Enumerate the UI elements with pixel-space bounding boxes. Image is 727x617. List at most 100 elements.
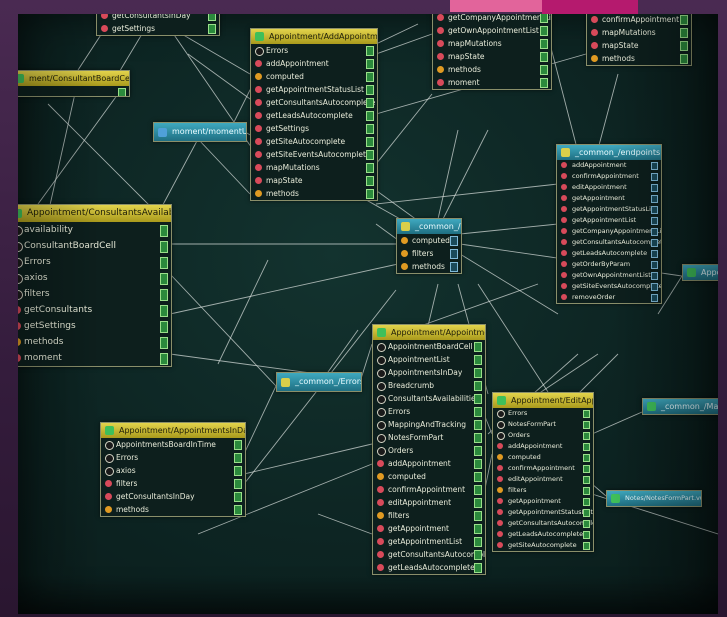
- vue-file-icon: [687, 268, 696, 277]
- function-icon: [497, 498, 503, 504]
- function-icon: [105, 480, 112, 487]
- dependency-wire: [597, 73, 619, 150]
- dependency-wire: [549, 43, 579, 153]
- data-icon: [255, 47, 264, 56]
- function-icon: [255, 99, 262, 106]
- function-icon: [561, 283, 567, 289]
- port-icon: [474, 433, 482, 443]
- dependency-wire: [591, 483, 607, 497]
- node-header: ment/ConsultantBoardCell.vue: [18, 71, 129, 86]
- data-icon: [377, 421, 386, 430]
- node-row: getAppointmentList: [557, 215, 661, 226]
- dependency-wire: [375, 33, 433, 55]
- function-icon: [437, 53, 444, 60]
- node-row: getSettings: [251, 122, 377, 135]
- node-row: axios: [18, 270, 171, 286]
- node-moment-util: moment/momentUtil.ts: [153, 122, 247, 142]
- node-edit-appointment: Appointment/EditAppointment.vue ErrorsNo…: [492, 392, 594, 552]
- node-row: getLeadsAutocomplete: [557, 248, 661, 259]
- vue-file-icon: [611, 494, 620, 503]
- computed-icon: [401, 250, 408, 257]
- port-icon: [583, 443, 590, 451]
- function-icon: [255, 125, 262, 132]
- computed-icon: [255, 190, 262, 197]
- node-row: filters: [397, 247, 461, 260]
- node-row: filters: [101, 477, 245, 490]
- function-icon: [561, 239, 567, 245]
- node-row: availability: [18, 222, 171, 238]
- port-icon: [540, 78, 548, 88]
- data-icon: [105, 467, 114, 476]
- vue-file-icon: [377, 328, 386, 337]
- computed-icon: [18, 338, 21, 346]
- port-icon: [160, 257, 168, 269]
- node-row: filters: [493, 485, 593, 496]
- function-icon: [437, 79, 444, 86]
- port-icon: [583, 454, 590, 462]
- function-icon: [437, 40, 444, 47]
- dependency-wire: [243, 385, 277, 455]
- port-icon: [366, 59, 374, 69]
- data-icon: [18, 258, 23, 268]
- function-icon: [591, 16, 598, 23]
- js-file-icon: [561, 148, 570, 157]
- node-row: getLeadsAutocomplete: [251, 109, 377, 122]
- dependency-wire: [375, 93, 433, 165]
- port-icon: [366, 85, 374, 95]
- node-row: Errors: [101, 451, 245, 464]
- function-icon: [255, 164, 262, 171]
- data-icon: [377, 408, 386, 417]
- node-row: getConsultantsAutocomplete: [493, 518, 593, 529]
- node-row: methods: [397, 260, 461, 273]
- node-row: methods: [251, 187, 377, 200]
- node-row: methods: [433, 63, 551, 76]
- vue-file-icon: [18, 74, 24, 83]
- port-icon: [474, 550, 482, 560]
- data-icon: [377, 343, 386, 352]
- node-row: getOwnAppointmentList: [557, 270, 661, 281]
- port-icon: [583, 498, 590, 506]
- node-row: mapState: [433, 50, 551, 63]
- port-icon: [234, 440, 242, 450]
- node-row: getCompanyAppointmentList: [557, 226, 661, 237]
- computed-icon: [377, 473, 384, 480]
- port-icon: [474, 407, 482, 417]
- node-row: getOwnAppointmentList: [433, 24, 551, 37]
- port-icon: [450, 236, 458, 246]
- dependency-wire: [459, 253, 559, 315]
- data-icon: [377, 447, 386, 456]
- computed-icon: [255, 73, 262, 80]
- port-icon: [234, 505, 242, 515]
- port-icon: [366, 72, 374, 82]
- node-row: getConsultantsInDay: [97, 14, 219, 22]
- node-row: methods: [101, 503, 245, 516]
- function-icon: [561, 217, 567, 223]
- port-icon: [583, 531, 590, 539]
- function-icon: [561, 250, 567, 256]
- node-row: NotesFormPart: [373, 431, 485, 444]
- data-icon: [497, 432, 505, 440]
- dependency-wire: [169, 263, 399, 315]
- port-icon: [583, 520, 590, 528]
- function-icon: [561, 261, 567, 267]
- port-icon: [234, 453, 242, 463]
- node-row: filters: [373, 509, 485, 522]
- node-row: ConsultantsAvailabilities: [373, 392, 485, 405]
- port-icon: [583, 421, 590, 429]
- node-far-right-stub: Appoi: [682, 264, 718, 281]
- node-row: getOrderByParam: [557, 259, 661, 270]
- data-icon: [377, 356, 386, 365]
- port-icon: [366, 163, 374, 173]
- data-icon: [18, 274, 23, 284]
- function-icon: [377, 525, 384, 532]
- port-icon: [234, 479, 242, 489]
- node-row: mapMutations: [251, 161, 377, 174]
- node-row: Errors: [251, 44, 377, 57]
- port-icon: [540, 14, 548, 23]
- port-icon: [474, 420, 482, 430]
- monitor-screen: getConsultantsInDay getSettings Appointm…: [18, 14, 718, 614]
- node-header: _common_/endpoints.js: [557, 145, 661, 160]
- function-icon: [255, 138, 262, 145]
